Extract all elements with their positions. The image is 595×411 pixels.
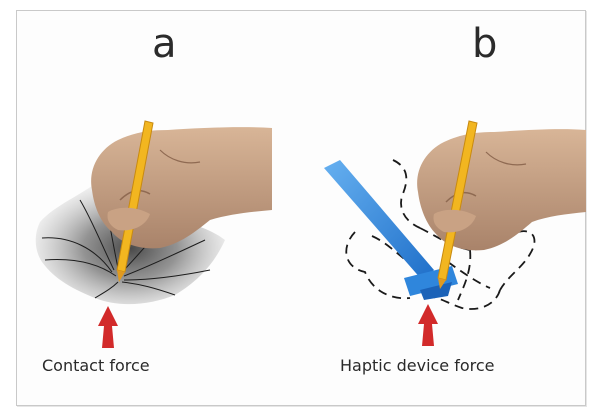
contact-force-caption: Contact force [42,356,150,375]
hand-b [417,129,586,250]
hand-a [91,127,272,248]
panel-b-illustration [324,121,586,346]
haptic-force-arrow [418,304,438,346]
panel-a-label: a [152,24,177,64]
haptic-device-force-caption: Haptic device force [340,356,495,375]
panel-a-illustration [36,121,272,348]
panel-b-label: b [472,24,497,64]
contact-force-arrow [98,306,118,348]
